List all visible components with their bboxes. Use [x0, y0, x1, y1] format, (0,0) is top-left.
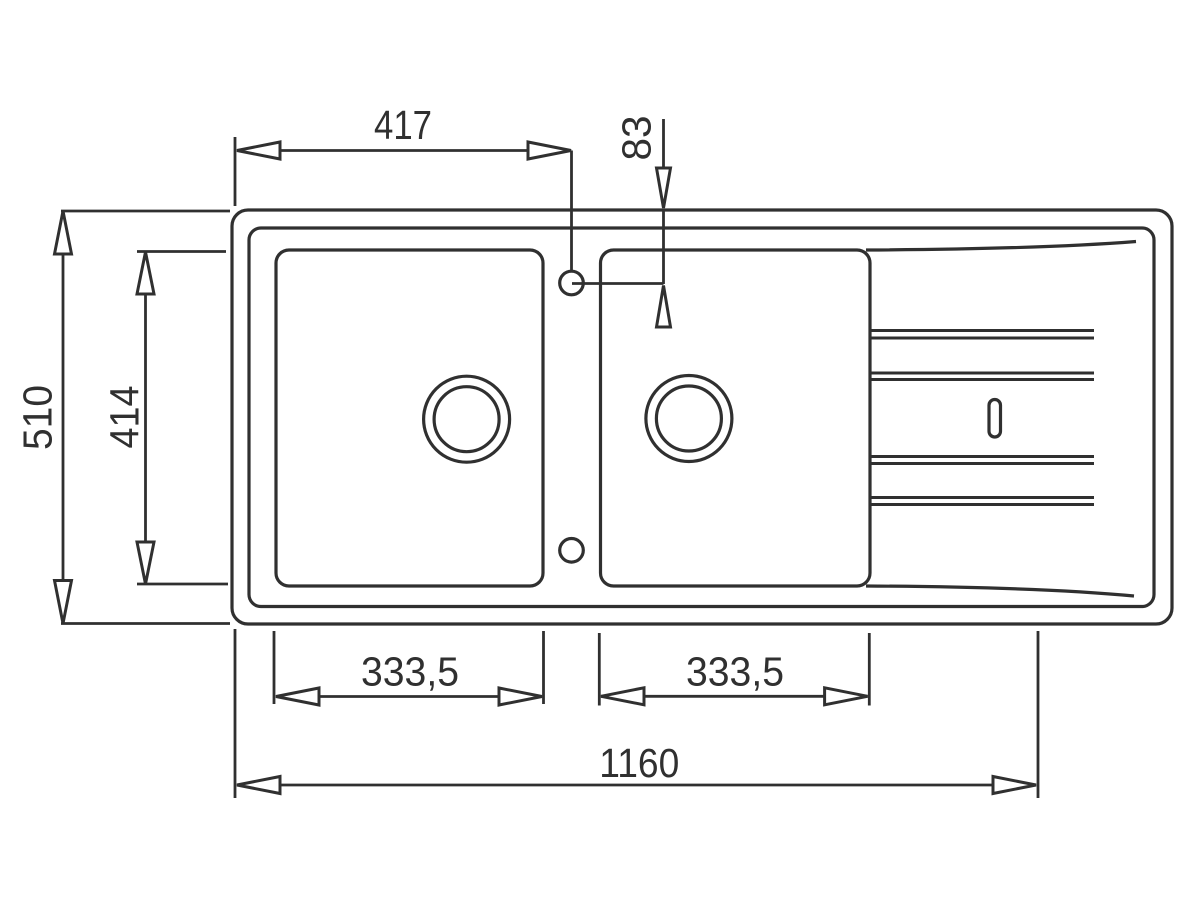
svg-text:417: 417: [374, 102, 432, 148]
svg-text:1160: 1160: [599, 740, 679, 786]
svg-text:414: 414: [102, 386, 148, 449]
svg-text:333,5: 333,5: [361, 649, 459, 695]
svg-text:333,5: 333,5: [686, 649, 784, 695]
svg-text:83: 83: [614, 116, 660, 161]
svg-text:510: 510: [15, 385, 61, 450]
